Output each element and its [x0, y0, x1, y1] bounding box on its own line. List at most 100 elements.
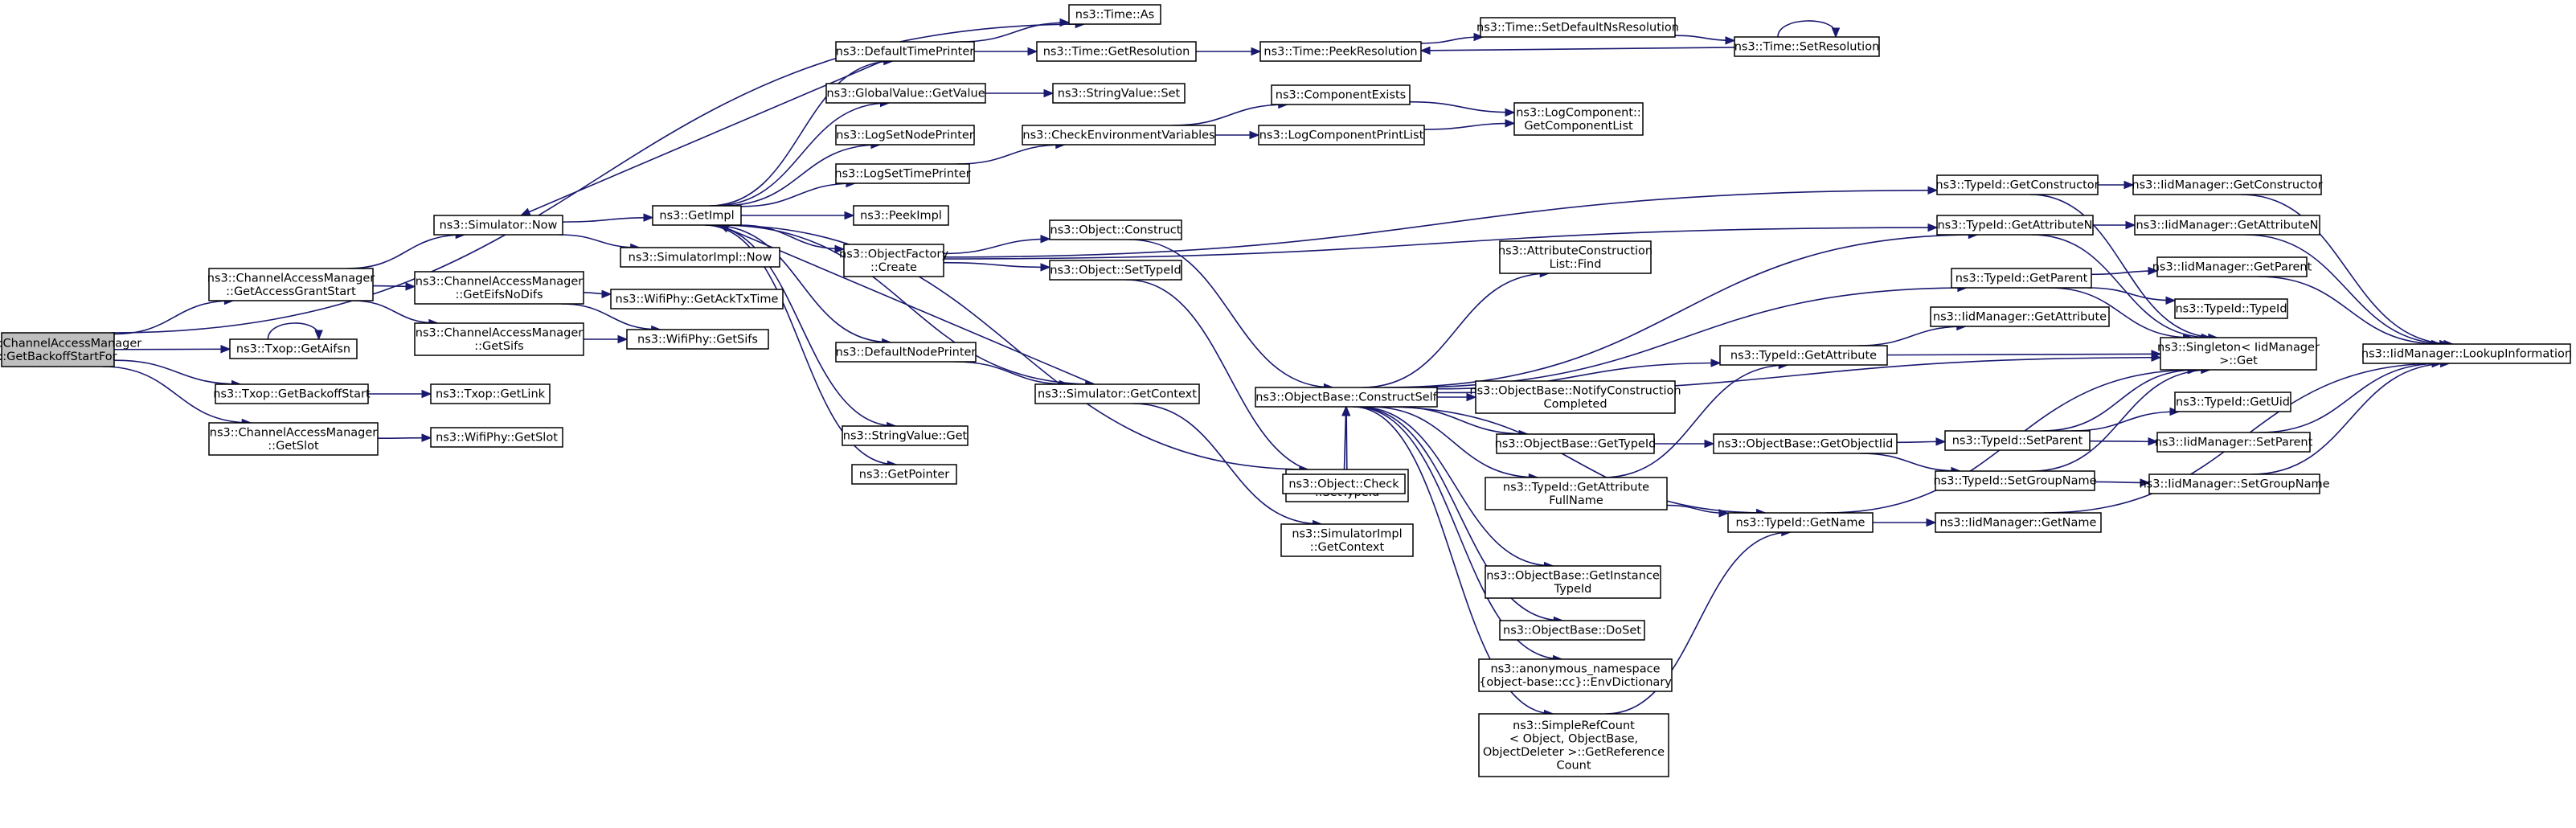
- node-box[interactable]: [215, 383, 369, 404]
- graph-node[interactable]: ns3::IidManager::GetAttributeN: [2134, 215, 2320, 236]
- graph-node[interactable]: ns3::ObjectFactory::Create: [839, 244, 948, 277]
- node-box[interactable]: [1499, 240, 1652, 274]
- node-box[interactable]: [229, 338, 358, 359]
- node-box[interactable]: [1258, 125, 1425, 146]
- graph-node[interactable]: ns3::SimulatorImpl::GetContext: [1280, 523, 1414, 557]
- graph-node[interactable]: ns3::IidManager::GetAttribute: [1930, 306, 2110, 327]
- node-box[interactable]: [652, 205, 742, 226]
- graph-node[interactable]: ns3::GlobalValue::GetValue: [825, 83, 986, 104]
- node-box[interactable]: [1499, 620, 1645, 641]
- graph-node[interactable]: ns3::TypeId::GetConstructor: [1935, 174, 2099, 195]
- node-box[interactable]: [2156, 432, 2311, 453]
- graph-node[interactable]: ns3::LogSetNodePrinter: [835, 125, 975, 146]
- graph-node[interactable]: ns3::Txop::GetAifsn: [229, 338, 358, 359]
- node-box[interactable]: [1255, 387, 1438, 408]
- graph-node[interactable]: ns3::LogSetTimePrinter: [834, 163, 971, 184]
- node-box[interactable]: [1951, 268, 2092, 289]
- graph-node[interactable]: ns3::TypeId::SetParent: [1944, 430, 2091, 451]
- graph-node[interactable]: ns3::ObjectBase::GetTypeId: [1495, 433, 1657, 454]
- node-box[interactable]: [2362, 343, 2571, 364]
- node-box[interactable]: [1049, 219, 1182, 240]
- node-box[interactable]: [208, 422, 379, 456]
- graph-node[interactable]: ns3::Time::GetResolution: [1036, 41, 1197, 62]
- graph-node[interactable]: ns3::TypeId::GetAttributeN: [1936, 215, 2094, 236]
- root-node-box[interactable]: [1, 332, 115, 367]
- node-box[interactable]: [1280, 523, 1414, 557]
- node-box[interactable]: [1480, 17, 1676, 38]
- node-box[interactable]: [1719, 345, 1888, 366]
- graph-node[interactable]: ns3::Object::SetTypeId: [1049, 260, 1182, 281]
- graph-node[interactable]: ns3::Txop::GetBackoffStart: [213, 383, 371, 404]
- graph-node[interactable]: ns3::ChannelAccessManager::GetAccessGran…: [207, 268, 375, 301]
- node-box[interactable]: [2134, 215, 2320, 236]
- node-box[interactable]: [835, 125, 975, 146]
- graph-node[interactable]: ns3::SimpleRefCount< Object, ObjectBase,…: [1478, 713, 1669, 777]
- graph-node[interactable]: ns3::TypeId::GetParent: [1951, 268, 2092, 289]
- graph-node[interactable]: ns3::ChannelAccessManager::GetBackoffSta…: [0, 332, 141, 367]
- graph-node[interactable]: ns3::IidManager::GetName: [1935, 512, 2102, 533]
- node-box[interactable]: [1930, 306, 2110, 327]
- graph-node[interactable]: ns3::StringValue::Set: [1052, 83, 1186, 104]
- node-box[interactable]: [2160, 337, 2317, 371]
- graph-node[interactable]: ns3::TypeId::GetUid: [2174, 391, 2291, 412]
- node-box[interactable]: [2132, 174, 2322, 195]
- graph-node[interactable]: ns3::ObjectBase::DoSet: [1499, 620, 1645, 641]
- graph-node[interactable]: ns3::Time::SetResolution: [1734, 36, 1880, 57]
- node-box[interactable]: [843, 244, 944, 277]
- graph-node[interactable]: ns3::DefaultTimePrinter: [835, 41, 975, 62]
- graph-node[interactable]: ns3::LogComponent::GetComponentList: [1513, 102, 1644, 136]
- node-box[interactable]: [2156, 256, 2308, 277]
- node-box[interactable]: [433, 215, 563, 236]
- graph-node[interactable]: ns3::GetImpl: [652, 205, 742, 226]
- node-box[interactable]: [835, 41, 975, 62]
- node-box[interactable]: [842, 425, 969, 446]
- graph-node[interactable]: ns3::DefaultNodePrinter: [835, 342, 977, 363]
- node-box[interactable]: [1727, 512, 1874, 533]
- node-box[interactable]: [2174, 391, 2291, 412]
- node-box[interactable]: [1036, 41, 1197, 62]
- node-box[interactable]: [851, 464, 957, 485]
- node-box[interactable]: [626, 329, 769, 350]
- node-box[interactable]: [1034, 383, 1200, 404]
- node-box[interactable]: [853, 205, 949, 226]
- node-box[interactable]: [414, 271, 584, 305]
- node-box[interactable]: [1475, 380, 1676, 414]
- node-box[interactable]: [620, 247, 780, 268]
- node-box[interactable]: [430, 383, 551, 404]
- node-box[interactable]: [1935, 470, 2095, 491]
- graph-node[interactable]: ns3::IidManager::LookupInformation: [2361, 343, 2572, 364]
- node-box[interactable]: [1478, 713, 1669, 777]
- graph-node[interactable]: ns3::ObjectBase::ConstructSelf: [1255, 387, 1438, 408]
- node-box[interactable]: [1068, 4, 1161, 25]
- graph-node[interactable]: ns3::IidManager::SetGroupName: [2139, 473, 2330, 494]
- graph-node[interactable]: ns3::Time::As: [1068, 4, 1161, 25]
- node-box[interactable]: [2148, 473, 2320, 494]
- node-box[interactable]: [1049, 260, 1182, 281]
- graph-node[interactable]: ns3::LogComponentPrintList: [1258, 125, 1425, 146]
- node-box[interactable]: [414, 322, 584, 356]
- graph-node[interactable]: ns3::ComponentExists: [1271, 84, 1411, 105]
- graph-node[interactable]: ns3::CheckEnvironmentVariables: [1022, 125, 1216, 146]
- node-box[interactable]: [835, 163, 970, 184]
- node-box[interactable]: [1936, 215, 2094, 236]
- node-box[interactable]: [1052, 83, 1186, 104]
- node-box[interactable]: [2174, 298, 2288, 319]
- node-box[interactable]: [835, 342, 977, 363]
- graph-node[interactable]: ns3::Simulator::GetContext: [1034, 383, 1200, 404]
- graph-node[interactable]: ns3::Simulator::Now: [433, 215, 563, 236]
- node-box[interactable]: [1271, 84, 1411, 105]
- graph-node[interactable]: ns3::Time::PeekResolution: [1259, 41, 1422, 62]
- graph-node[interactable]: ns3::TypeId::GetAttribute: [1719, 345, 1888, 366]
- graph-node[interactable]: ns3::Time::SetDefaultNsResolution: [1476, 17, 1679, 38]
- graph-node[interactable]: ns3::SimulatorImpl::Now: [620, 247, 780, 268]
- graph-node[interactable]: ns3::ObjectBase::GetObjectIid: [1713, 433, 1898, 454]
- graph-node[interactable]: ns3::PeekImpl: [853, 205, 949, 226]
- node-box[interactable]: [1734, 36, 1880, 57]
- node-box[interactable]: [1259, 41, 1422, 62]
- graph-node[interactable]: ns3::ChannelAccessManager::GetSifs: [414, 322, 584, 356]
- graph-node[interactable]: ns3::IidManager::GetParent: [2152, 256, 2312, 277]
- node-box[interactable]: [208, 268, 374, 301]
